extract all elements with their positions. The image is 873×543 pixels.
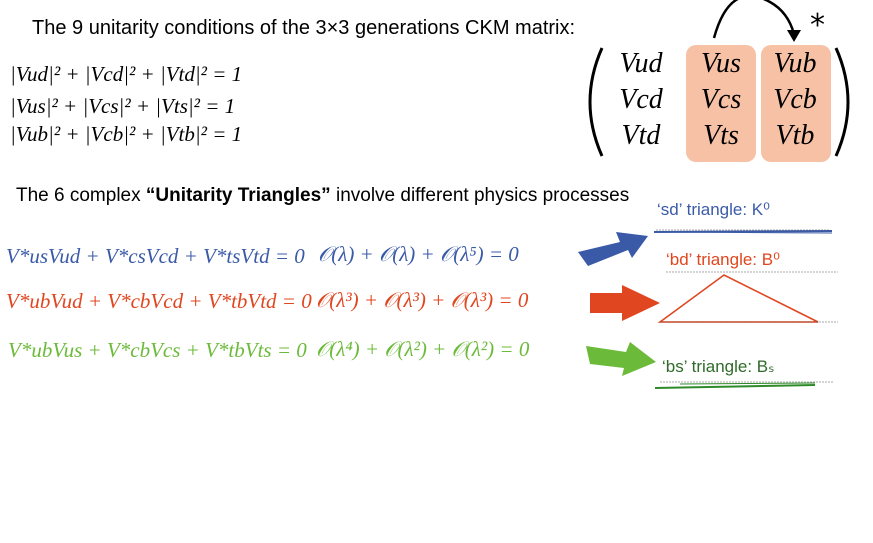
unitarity-condition-2: |Vus|² + |Vcs|² + |Vts|² = 1	[10, 94, 236, 118]
subtitle-prefix: The 6 complex	[16, 185, 146, 206]
triangle-sd-side-b	[653, 231, 833, 234]
matrix-cell-vcd: Vcd	[619, 84, 663, 115]
triangle-equation-bd: V*ubVud + V*cbVcd + V*tbVtd = 0	[6, 289, 312, 313]
conjugate-arrow-curve	[712, 0, 796, 39]
unitarity-condition-1: |Vud|² + |Vcd|² + |Vtd|² = 1	[10, 62, 243, 86]
column-highlight-ub	[761, 45, 831, 162]
page-title: The 9 unitarity conditions of the 3×3 ge…	[32, 17, 576, 39]
conjugate-star: *	[810, 8, 825, 43]
order-equation-sd: 𝒪(λ) + 𝒪(λ) + 𝒪(λ⁵) = 0	[318, 242, 519, 266]
matrix-right-paren	[834, 47, 850, 157]
triangle-label-sd: ‘sd’ triangle: K⁰	[657, 200, 770, 219]
triangle-equation-bs: V*ubVus + V*cbVcs + V*tbVts = 0	[8, 338, 307, 362]
matrix-cell-vus: Vus	[701, 48, 741, 79]
subtitle-suffix: involve different physics processes	[330, 185, 630, 206]
arrow-bd-icon	[590, 285, 660, 321]
matrix-left-paren	[588, 47, 604, 157]
matrix-cell-vub: Vub	[773, 48, 817, 79]
unitarity-condition-3: |Vub|² + |Vcb|² + |Vtb|² = 1	[10, 122, 243, 146]
matrix-cell-vtd: Vtd	[621, 120, 661, 151]
matrix-cell-vcb: Vcb	[773, 84, 817, 115]
triangle-bd-shape	[657, 274, 819, 323]
triangle-equation-sd: V*usVud + V*csVcd + V*tsVtd = 0	[6, 244, 305, 268]
triangle-label-bs: ‘bs’ triangle: Bₛ	[662, 357, 775, 376]
column-highlight-us	[686, 45, 756, 162]
matrix-cell-vts: Vts	[703, 120, 739, 151]
order-equation-bd: 𝒪(λ³) + 𝒪(λ³) + 𝒪(λ³) = 0	[316, 288, 529, 312]
arrow-sd-icon	[578, 232, 648, 266]
matrix-cell-vtb: Vtb	[775, 120, 815, 151]
triangle-label-bd: ‘bd’ triangle: B⁰	[666, 250, 780, 269]
section-subtitle: The 6 complex “Unitarity Triangles” invo…	[16, 185, 629, 207]
conjugate-arrow-head	[787, 30, 801, 42]
triangle-bs-side-b	[679, 382, 816, 385]
order-equation-bs: 𝒪(λ⁴) + 𝒪(λ²) + 𝒪(λ²) = 0	[316, 337, 530, 361]
matrix-cell-vcs: Vcs	[700, 84, 742, 115]
triangle-bs-side-a	[654, 384, 816, 389]
arrow-bs-icon	[586, 342, 656, 376]
subtitle-bold: “Unitarity Triangles”	[145, 185, 331, 206]
matrix-cell-vud: Vud	[619, 48, 663, 79]
